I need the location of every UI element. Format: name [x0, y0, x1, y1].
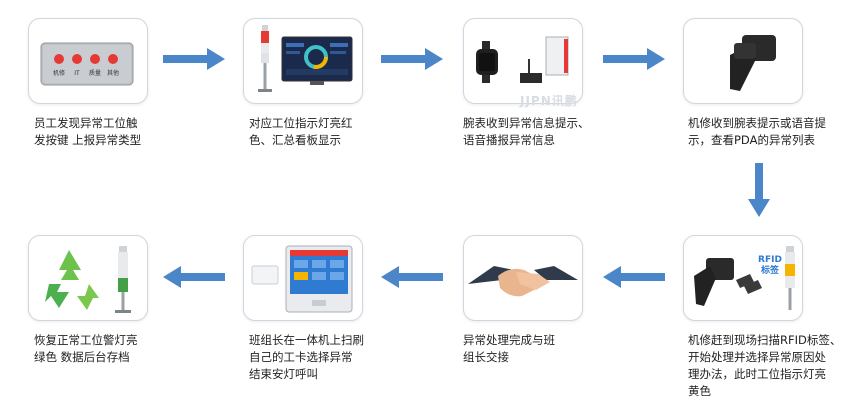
rfid-tag-label-1: RFID — [758, 255, 782, 265]
button-box-icon: 机修 IT 质量 其他 — [40, 42, 134, 86]
andon-light-and-dashboard-icon — [258, 25, 353, 92]
step-4-card — [683, 18, 803, 104]
arrow-right-1 — [163, 48, 225, 70]
step-3-caption: 腕表收到异常信息提示、 语音播报异常信息 — [463, 116, 590, 147]
step-5-card: RFID 标签 — [683, 235, 803, 321]
arrow-left-2 — [381, 266, 443, 288]
step-3-card — [463, 18, 583, 104]
step-1-caption: 员工发现异常工位触 发按键 上报异常类型 — [34, 116, 142, 147]
smartwatch-and-speaker-icon — [476, 36, 569, 83]
step-2-card — [243, 18, 363, 104]
step-7-card — [243, 235, 363, 321]
rfid-tag-label-2: 标签 — [760, 264, 780, 276]
step-6-card — [463, 235, 583, 321]
step-2-caption: 对应工位指示灯亮红 色、汇总看板显示 — [249, 116, 353, 147]
step-8-card — [28, 235, 148, 321]
arrow-down — [748, 163, 770, 217]
terminal-and-card-icon — [251, 245, 353, 313]
step-5-caption: 机修赶到现场扫描RFID标签、 开始处理并选择异常原因处 理办法，此时工位指示灯… — [688, 333, 842, 398]
step-4-caption: 机修收到腕表提示或语音提 示，查看PDA的异常列表 — [688, 116, 826, 147]
watermark: JJPN讯鹏 — [520, 94, 578, 108]
arrow-left-3 — [603, 266, 665, 288]
step-8-caption: 恢复正常工位警灯亮 绿色 数据后台存档 — [34, 333, 138, 364]
step-6-caption: 异常处理完成与班 组长交接 — [463, 333, 555, 364]
arrow-left-1 — [163, 266, 225, 288]
button-label-1: 机修 — [53, 69, 65, 77]
pda-scanner-icon — [730, 35, 776, 91]
step-1-card: 机修 IT 质量 其他 — [28, 18, 148, 104]
arrow-right-3 — [603, 48, 665, 70]
button-label-4: 其他 — [107, 69, 119, 77]
arrow-right-2 — [381, 48, 443, 70]
handshake-icon — [468, 266, 578, 297]
pda-rfid-tags-icon: RFID 标签 — [694, 246, 795, 310]
recycle-and-green-light-icon — [45, 246, 131, 313]
button-label-3: 质量 — [89, 69, 101, 77]
button-label-2: IT — [74, 70, 80, 77]
step-7-caption: 班组长在一体机上扫刷 自己的工卡选择异常 结束安灯呼叫 — [249, 333, 364, 381]
